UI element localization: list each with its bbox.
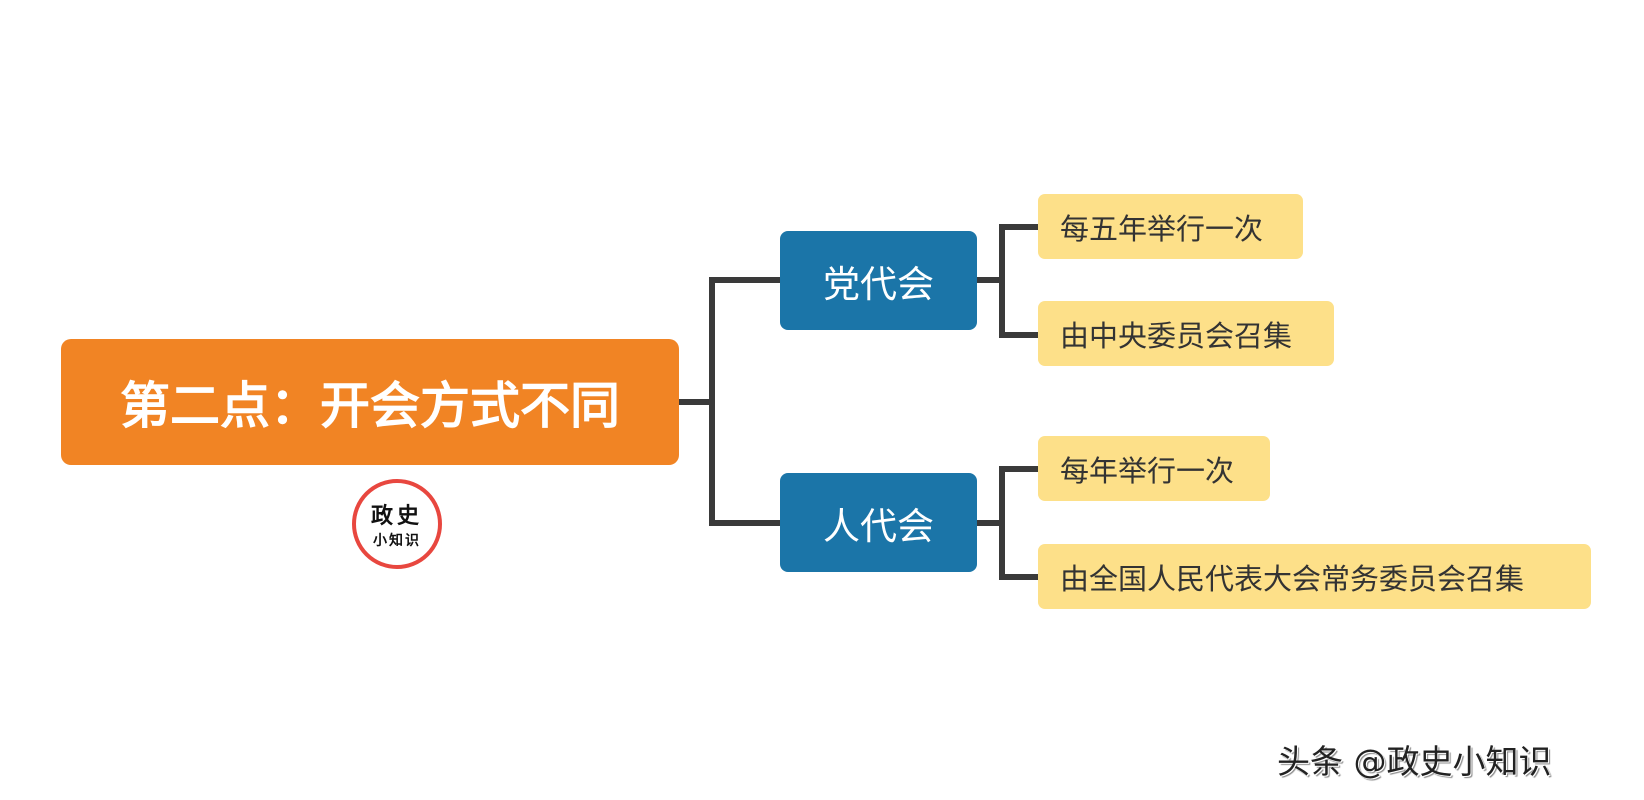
logo-line1: 政史 [370, 503, 423, 529]
leaf-node: 每年举行一次 [1038, 436, 1270, 501]
sub-connector [999, 574, 1038, 580]
sub-connector [977, 277, 1005, 283]
sub-trunk [999, 224, 1005, 338]
sub-connector [999, 332, 1038, 338]
leaf-node: 由全国人民代表大会常务委员会召集 [1038, 544, 1591, 609]
root-node: 第二点：开会方式不同 [61, 339, 679, 465]
sub-connector [999, 466, 1038, 472]
branch-connector-1 [709, 277, 780, 283]
sub-connector [977, 520, 1005, 526]
leaf-node: 每五年举行一次 [1038, 194, 1303, 259]
sub-connector [999, 224, 1038, 230]
branch-node-peoples-congress: 人代会 [780, 473, 977, 572]
branch-connector-2 [709, 520, 780, 526]
leaf-node: 由中央委员会召集 [1038, 301, 1334, 366]
watermark: 头条 @政史小知识 [1277, 742, 1552, 781]
sub-trunk [999, 466, 1005, 580]
logo-seal: 政史 小知识 [352, 479, 442, 569]
trunk-line [709, 277, 715, 526]
root-connector [679, 399, 714, 405]
branch-node-party-congress: 党代会 [780, 231, 977, 330]
logo-line2: 小知识 [373, 533, 421, 549]
